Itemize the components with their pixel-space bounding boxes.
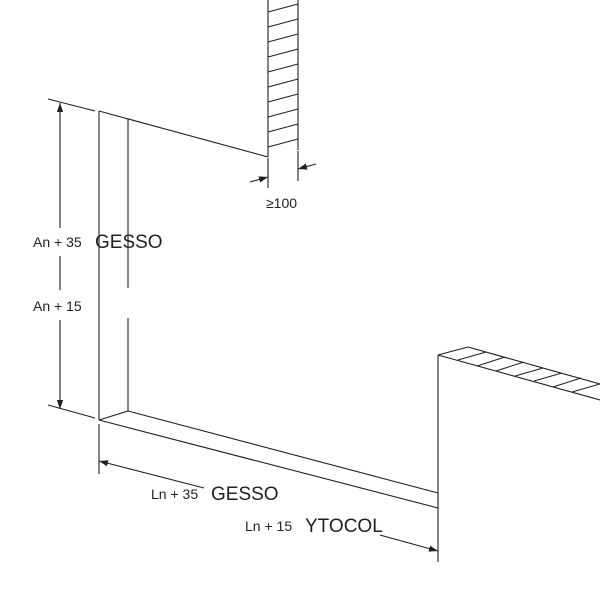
- height-plaster-material: GESSO: [95, 232, 163, 253]
- top-wall-hatching: [267, 3, 299, 148]
- height-dimension: [47, 98, 96, 419]
- length-dimension: [98, 424, 439, 552]
- length-plaster-prefix: Ln + 35: [151, 486, 198, 502]
- length-tile-label: Ln + 15 YTOCOL: [245, 516, 383, 537]
- gap-dimension: [249, 151, 317, 188]
- length-tile-prefix: Ln + 15: [245, 518, 292, 534]
- gap-min-label: ≥100: [266, 195, 297, 211]
- height-plaster-prefix: An + 35: [33, 234, 82, 250]
- top-wall: [267, 0, 299, 157]
- length-plaster-material: GESSO: [211, 484, 279, 505]
- length-plaster-label: Ln + 35 GESSO: [151, 484, 279, 505]
- height-plaster-label: An + 35 GESSO: [33, 232, 163, 253]
- recess-outline: [98, 110, 439, 509]
- right-wall-hatching: [457, 351, 600, 393]
- right-wall: [437, 346, 600, 562]
- length-tile-material: YTOCOL: [305, 516, 383, 537]
- height-tile-label: An + 15: [33, 298, 82, 314]
